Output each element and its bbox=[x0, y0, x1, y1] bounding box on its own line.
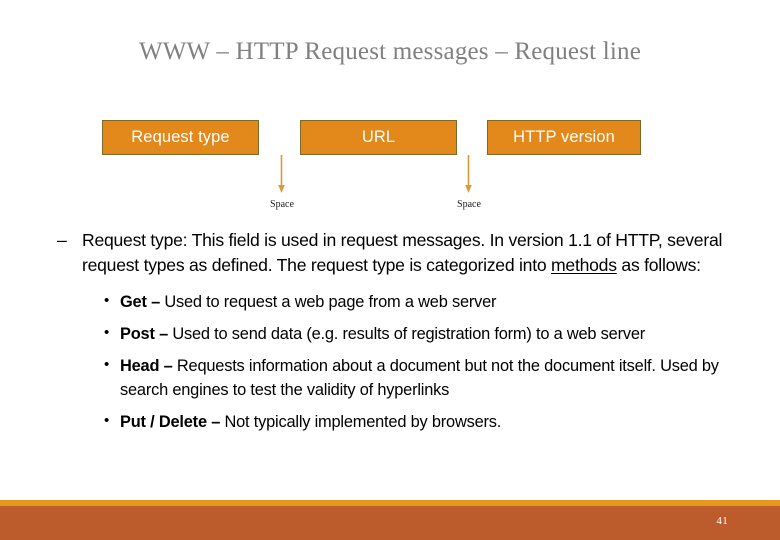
page-number: 41 bbox=[716, 515, 728, 527]
method-description-put-delete: Not typically implemented by browsers. bbox=[224, 413, 502, 431]
diagram-box-request-type: Request type bbox=[102, 120, 259, 155]
arrow-label-space-2: Space bbox=[457, 199, 481, 210]
list-item: • Head – Requests information about a doc… bbox=[0, 354, 780, 402]
method-separator: – bbox=[154, 325, 173, 343]
dash-bullet-marker: – bbox=[57, 230, 67, 250]
method-name-get: Get bbox=[120, 293, 147, 311]
method-name-post: Post bbox=[120, 325, 155, 343]
bullet-marker-icon: • bbox=[104, 324, 110, 341]
method-separator: – bbox=[206, 413, 225, 431]
paragraph-text-part1: Request type: This field is used in requ… bbox=[82, 230, 723, 275]
paragraph-request-type: –Request type: This field is used in req… bbox=[0, 228, 780, 277]
bullet-marker-icon: • bbox=[104, 356, 110, 373]
down-arrow-icon bbox=[277, 155, 286, 193]
request-line-diagram: Request type URL HTTP version Space Spac… bbox=[0, 0, 780, 230]
methods-list: • Get – Used to request a web page from a… bbox=[0, 290, 780, 434]
down-arrow-icon bbox=[464, 155, 473, 193]
method-name-put-delete: Put / Delete bbox=[120, 413, 207, 431]
bullet-marker-icon: • bbox=[104, 292, 110, 309]
diagram-box-url: URL bbox=[300, 120, 457, 155]
list-item: • Post – Used to send data (e.g. results … bbox=[0, 322, 780, 346]
paragraph-underlined-methods: methods bbox=[551, 254, 617, 275]
footer-bar bbox=[0, 506, 780, 540]
footer-accent-stripe bbox=[0, 500, 780, 506]
list-item: • Put / Delete – Not typically implemente… bbox=[0, 410, 780, 434]
method-description-post: Used to send data (e.g. results of regis… bbox=[172, 325, 646, 343]
arrow-label-space-1: Space bbox=[270, 199, 294, 210]
page-title: WWW – HTTP Request messages – Request li… bbox=[138, 38, 642, 65]
method-name-head: Head bbox=[120, 357, 160, 375]
method-description-head: Requests information about a document bu… bbox=[120, 357, 719, 399]
bullet-marker-icon: • bbox=[104, 412, 110, 429]
slide-body: –Request type: This field is used in req… bbox=[0, 228, 780, 442]
diagram-box-http-version: HTTP version bbox=[487, 120, 641, 155]
method-description-get: Used to request a web page from a web se… bbox=[164, 293, 497, 311]
list-item: • Get – Used to request a web page from a… bbox=[0, 290, 780, 314]
method-separator: – bbox=[159, 357, 177, 375]
paragraph-text-part2: as follows: bbox=[616, 254, 701, 275]
method-separator: – bbox=[146, 293, 165, 311]
